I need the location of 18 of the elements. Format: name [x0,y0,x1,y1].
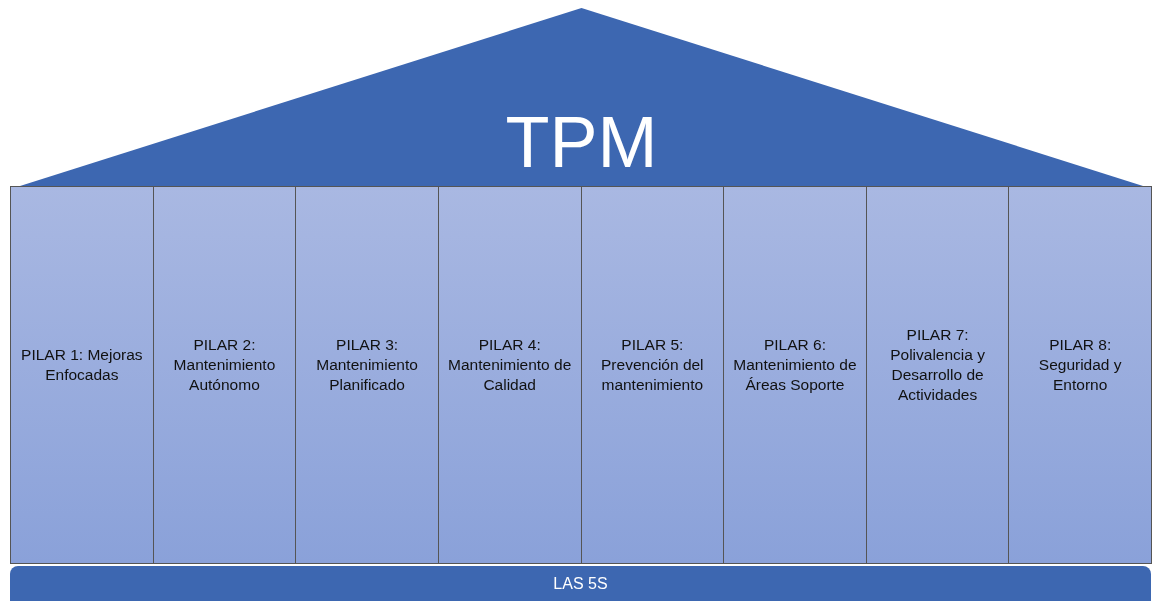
pillar-column [580,186,725,564]
pillar-column [723,186,867,564]
pillar-label: PILAR 8: Seguridad y Entorno [1037,334,1123,396]
pillar-column [1008,186,1152,564]
pillar-column [10,186,154,564]
pillar-label: PILAR 6: Mantenimiento de Áreas Soporte [732,334,858,396]
pillar-column [865,186,1010,564]
title-text: TPM [505,106,658,178]
pillar-label: PILAR 4: Mantenimiento de Calidad [447,334,573,396]
pillar-label: PILAR 5: Prevención del mantenimiento [600,334,705,396]
base-bar: LAS 5S [10,566,1151,601]
pillar-label: PILAR 3: Mantenimiento Planificado [315,334,419,396]
pillar-column [437,186,582,564]
pillar-label: PILAR 7: Polivalencia y Desarrollo de Actividades [889,324,986,406]
pillar-column [295,186,439,564]
pillar-column [152,186,297,564]
pillar-label: PILAR 1: Mejoras Enfocadas [20,344,144,385]
pillar-label: PILAR 2: Mantenimiento Autónomo [172,334,277,396]
